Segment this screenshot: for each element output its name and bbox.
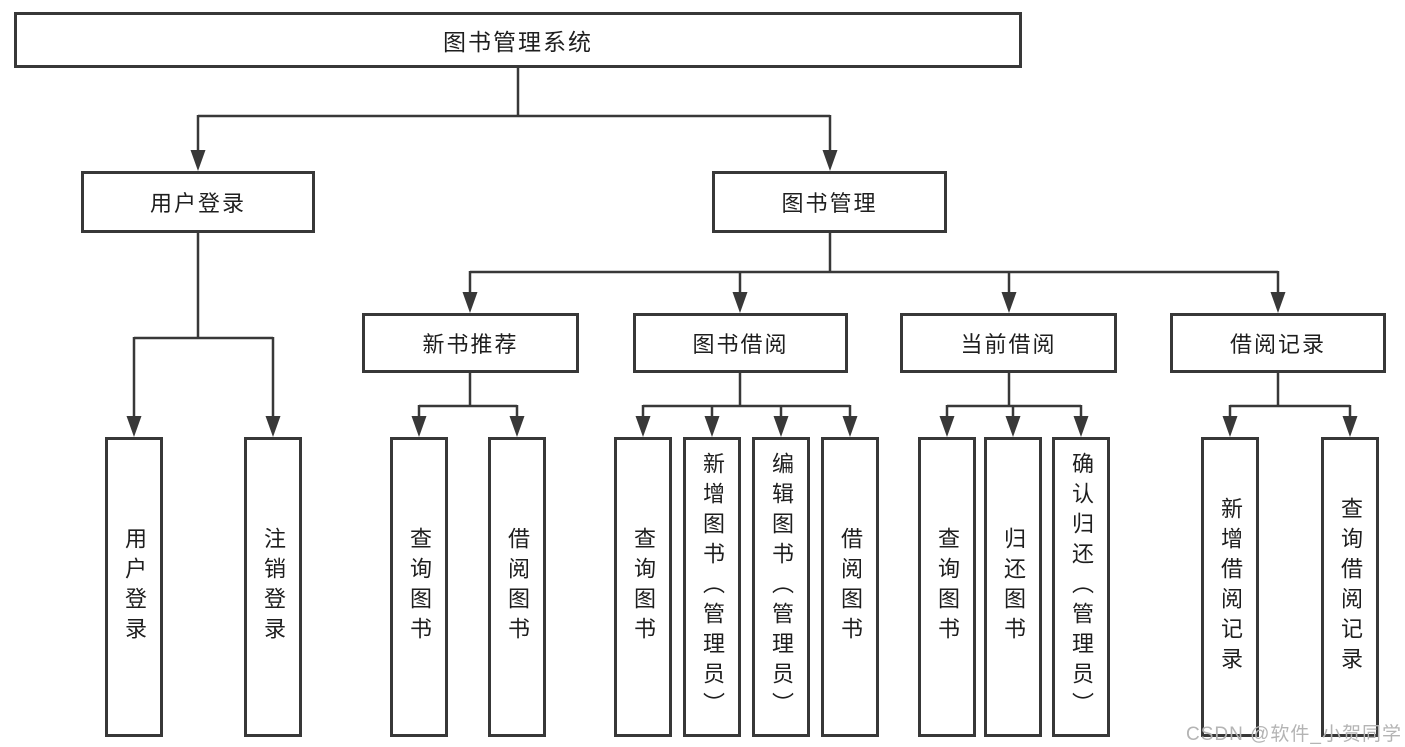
leaf-add-borrow-record: 新增借阅记录 (1201, 437, 1259, 737)
leaf-query-books-recommend: 查询图书 (390, 437, 448, 737)
node-book-borrow: 图书借阅 (633, 313, 848, 373)
leaf-borrow-books: 借阅图书 (821, 437, 879, 737)
leaf-logout: 注销登录 (244, 437, 302, 737)
node-current-borrow: 当前借阅 (900, 313, 1117, 373)
leaf-borrow-books-label: 借阅图书 (838, 527, 863, 647)
leaf-add-borrow-record-label: 新增借阅记录 (1218, 497, 1243, 677)
leaf-query-borrow-record: 查询借阅记录 (1321, 437, 1379, 737)
node-new-book-recommend: 新书推荐 (362, 313, 579, 373)
leaf-return-book-label: 归还图书 (1001, 527, 1026, 647)
node-current-borrow-label: 当前借阅 (960, 332, 1057, 357)
leaf-query-borrow-record-label: 查询借阅记录 (1338, 497, 1363, 677)
leaf-logout-label: 注销登录 (261, 527, 286, 647)
csdn-watermark: CSDN @软件_小贺同学 (1186, 724, 1402, 745)
leaf-user-login: 用户登录 (105, 437, 163, 737)
leaf-edit-book-admin-label: 编辑图书（管理员） (769, 452, 794, 722)
leaf-edit-book-admin: 编辑图书（管理员） (752, 437, 810, 737)
node-root-label: 图书管理系统 (443, 29, 593, 55)
node-book-borrow-label: 图书借阅 (692, 332, 789, 357)
leaf-confirm-return-admin-label: 确认归还（管理员） (1069, 452, 1094, 722)
leaf-query-books-current: 查询图书 (918, 437, 976, 737)
leaf-add-book-admin: 新增图书（管理员） (683, 437, 741, 737)
node-book-management: 图书管理 (712, 171, 947, 233)
leaf-confirm-return-admin: 确认归还（管理员） (1052, 437, 1110, 737)
node-book-management-label: 图书管理 (781, 191, 878, 216)
node-borrow-records-label: 借阅记录 (1229, 332, 1326, 357)
leaf-query-books-borrow-label: 查询图书 (631, 527, 656, 647)
node-root: 图书管理系统 (14, 12, 1022, 68)
leaf-return-book: 归还图书 (984, 437, 1042, 737)
leaf-borrow-books-recommend: 借阅图书 (488, 437, 546, 737)
node-borrow-records: 借阅记录 (1170, 313, 1386, 373)
node-user-login: 用户登录 (81, 171, 315, 233)
leaf-query-books-current-label: 查询图书 (935, 527, 960, 647)
leaf-query-books-borrow: 查询图书 (614, 437, 672, 737)
node-user-login-label: 用户登录 (149, 191, 246, 216)
leaf-user-login-label: 用户登录 (122, 527, 147, 647)
leaf-query-books-recommend-label: 查询图书 (407, 527, 432, 647)
leaf-borrow-books-recommend-label: 借阅图书 (505, 527, 530, 647)
node-new-book-recommend-label: 新书推荐 (422, 332, 519, 357)
leaf-add-book-admin-label: 新增图书（管理员） (700, 452, 725, 722)
